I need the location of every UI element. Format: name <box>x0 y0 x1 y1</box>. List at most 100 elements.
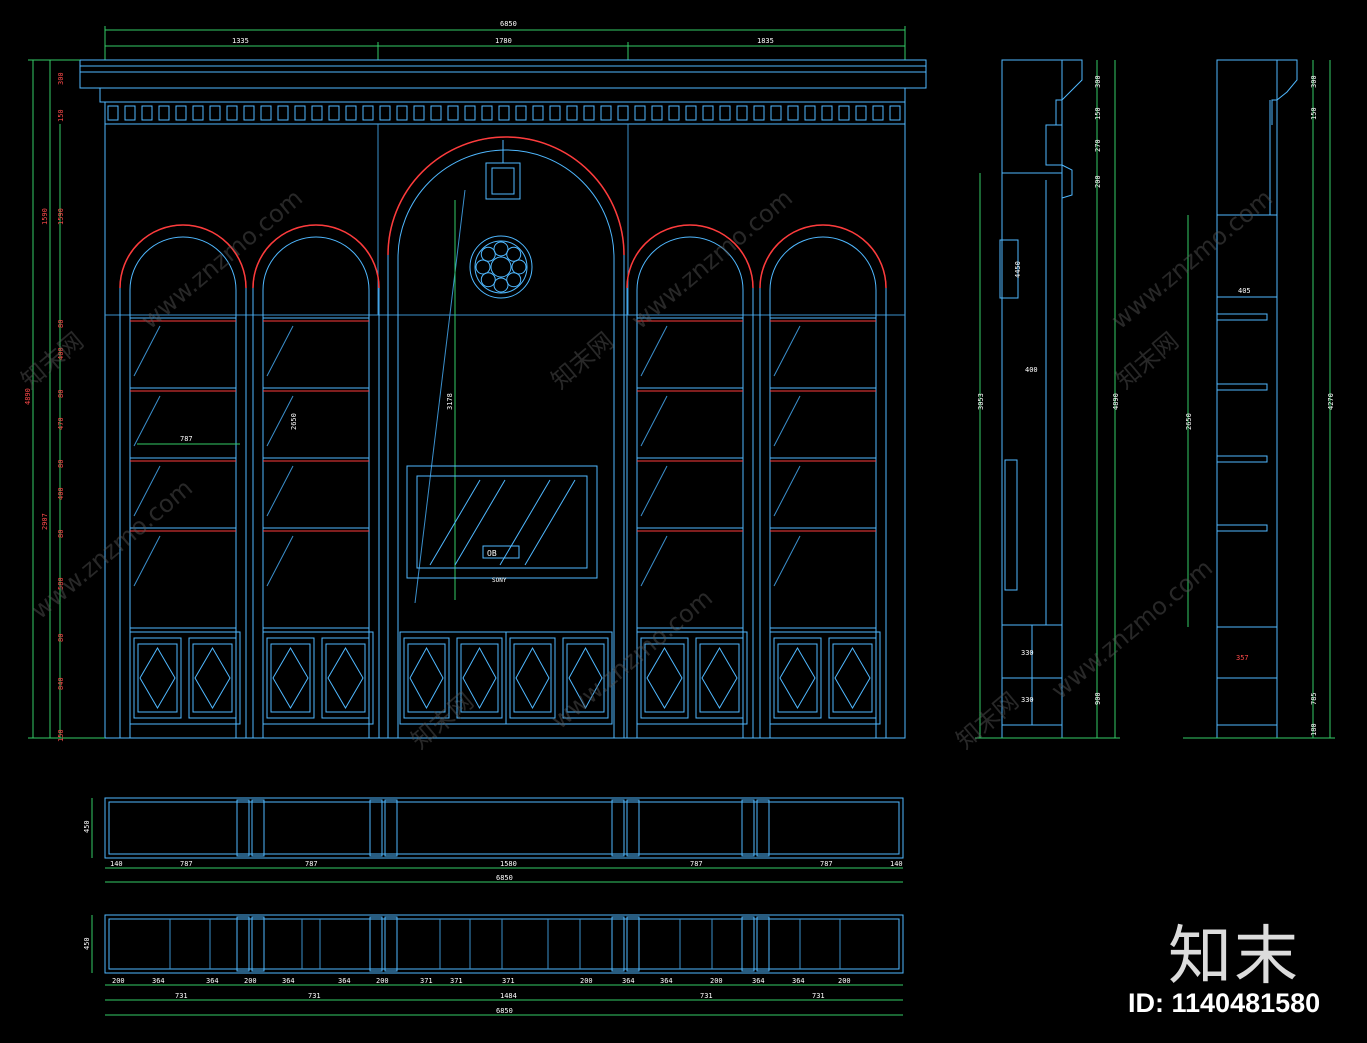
rose-medallion <box>469 235 533 299</box>
dim-shelf-width: 787 <box>180 435 193 443</box>
dentil <box>243 105 255 121</box>
plan1-width: 1580 <box>500 860 517 868</box>
plan2-group-width: 1484 <box>500 992 517 1000</box>
plan1-width: 140 <box>110 860 123 868</box>
s1-bottom: 900 <box>1094 692 1102 705</box>
rose-petal <box>511 259 527 275</box>
dim-left-segment: 400 <box>57 347 65 360</box>
plan2-post <box>611 916 625 972</box>
dentil <box>192 105 204 121</box>
dentil <box>872 105 884 121</box>
dentil <box>855 105 867 121</box>
plan1-width: 140 <box>890 860 903 868</box>
left-dimensions <box>28 59 105 739</box>
plan2-width: 200 <box>580 977 593 985</box>
arched-bays <box>119 224 887 738</box>
dentil <box>736 105 748 121</box>
dentil <box>668 105 680 121</box>
dim-left-segment: 80 <box>57 530 65 538</box>
rose-petal <box>506 246 522 262</box>
dentil <box>294 105 306 121</box>
plan2-post <box>251 916 265 972</box>
watermark-cn-5: 知末网 <box>951 687 1024 755</box>
dim-left-segment: 300 <box>57 72 65 85</box>
plan2-post <box>626 916 640 972</box>
dentil <box>311 105 323 121</box>
plan1-post <box>384 799 398 857</box>
plan2-width: 200 <box>244 977 257 985</box>
plan2-group-width: 731 <box>700 992 713 1000</box>
dentil <box>753 105 765 121</box>
brand-logo: 知末 <box>1168 920 1300 994</box>
dentil <box>141 105 153 121</box>
dim-left-segment: 840 <box>57 677 65 690</box>
s1-label-2: 400 <box>1025 366 1038 374</box>
dentil <box>498 105 510 121</box>
dim-left-segment: 470 <box>57 417 65 430</box>
cabinet-frame <box>104 123 906 739</box>
plan2-group-width: 731 <box>308 992 321 1000</box>
plan1-depth: 450 <box>83 820 91 833</box>
bay-3 <box>626 224 754 738</box>
plan1-width: 787 <box>180 860 193 868</box>
dentil <box>549 105 561 121</box>
dim-left-segment: 80 <box>57 320 65 328</box>
s1-h-3: 270 <box>1094 139 1102 152</box>
plan2-width: 200 <box>838 977 851 985</box>
brand-id: ID: 1140481580 <box>1128 988 1321 1018</box>
s1-h-total: 4890 <box>1112 393 1120 410</box>
plan1-total: 6850 <box>496 874 513 882</box>
dim-seg-1: 1335 <box>232 37 249 45</box>
watermark-cn-2: 知末网 <box>546 327 619 395</box>
tv-label: OB <box>487 549 497 558</box>
plan2-width: 371 <box>502 977 515 985</box>
plan2-post <box>741 916 755 972</box>
dentil <box>685 105 697 121</box>
dentil <box>277 105 289 121</box>
base-door-pair <box>505 631 613 725</box>
dim-left-lower: 2907 <box>41 513 49 530</box>
watermark-cn-4: 知末网 <box>406 687 479 755</box>
dim-seg-2: 1780 <box>495 37 512 45</box>
plan1-width: 787 <box>690 860 703 868</box>
bay-1 <box>119 224 247 738</box>
rose-petal <box>480 246 496 262</box>
rose-petal <box>480 272 496 288</box>
rose-petal <box>493 241 509 257</box>
plan2-width: 371 <box>420 977 433 985</box>
dentil <box>430 105 442 121</box>
dentil <box>396 105 408 121</box>
dim-overall-width: 6850 <box>500 20 517 28</box>
rose-petal <box>506 272 522 288</box>
dentil <box>515 105 527 121</box>
rose-petal <box>475 259 491 275</box>
dentil <box>583 105 595 121</box>
plan2-post <box>756 916 770 972</box>
dentil <box>124 105 136 121</box>
bay-2 <box>252 224 380 738</box>
dentil <box>447 105 459 121</box>
plan2-depth: 450 <box>83 937 91 950</box>
plan2-width: 364 <box>792 977 805 985</box>
dentil <box>566 105 578 121</box>
dim-seg-3: 1835 <box>757 37 774 45</box>
plan1-width: 787 <box>820 860 833 868</box>
plan2-width: 364 <box>282 977 295 985</box>
plan1-post <box>236 799 250 857</box>
watermark-url-3: www.znzmo.com <box>1106 184 1278 335</box>
side-section-2: 300 150 4270 2650 785 180 405 357 <box>1183 59 1335 739</box>
dentil <box>804 105 816 121</box>
watermark-cn-3: 知末网 <box>1111 327 1184 395</box>
base-door-panels <box>129 631 881 725</box>
dentil <box>532 105 544 121</box>
dentil <box>158 105 170 121</box>
dim-left-segment: 1590 <box>57 208 65 225</box>
crown-cornice <box>79 59 927 125</box>
dim-left-segment: 80 <box>57 390 65 398</box>
watermark-url-4: www.znzmo.com <box>26 474 198 625</box>
tv-screen <box>406 465 598 579</box>
plan1-post <box>756 799 770 857</box>
dentil <box>260 105 272 121</box>
